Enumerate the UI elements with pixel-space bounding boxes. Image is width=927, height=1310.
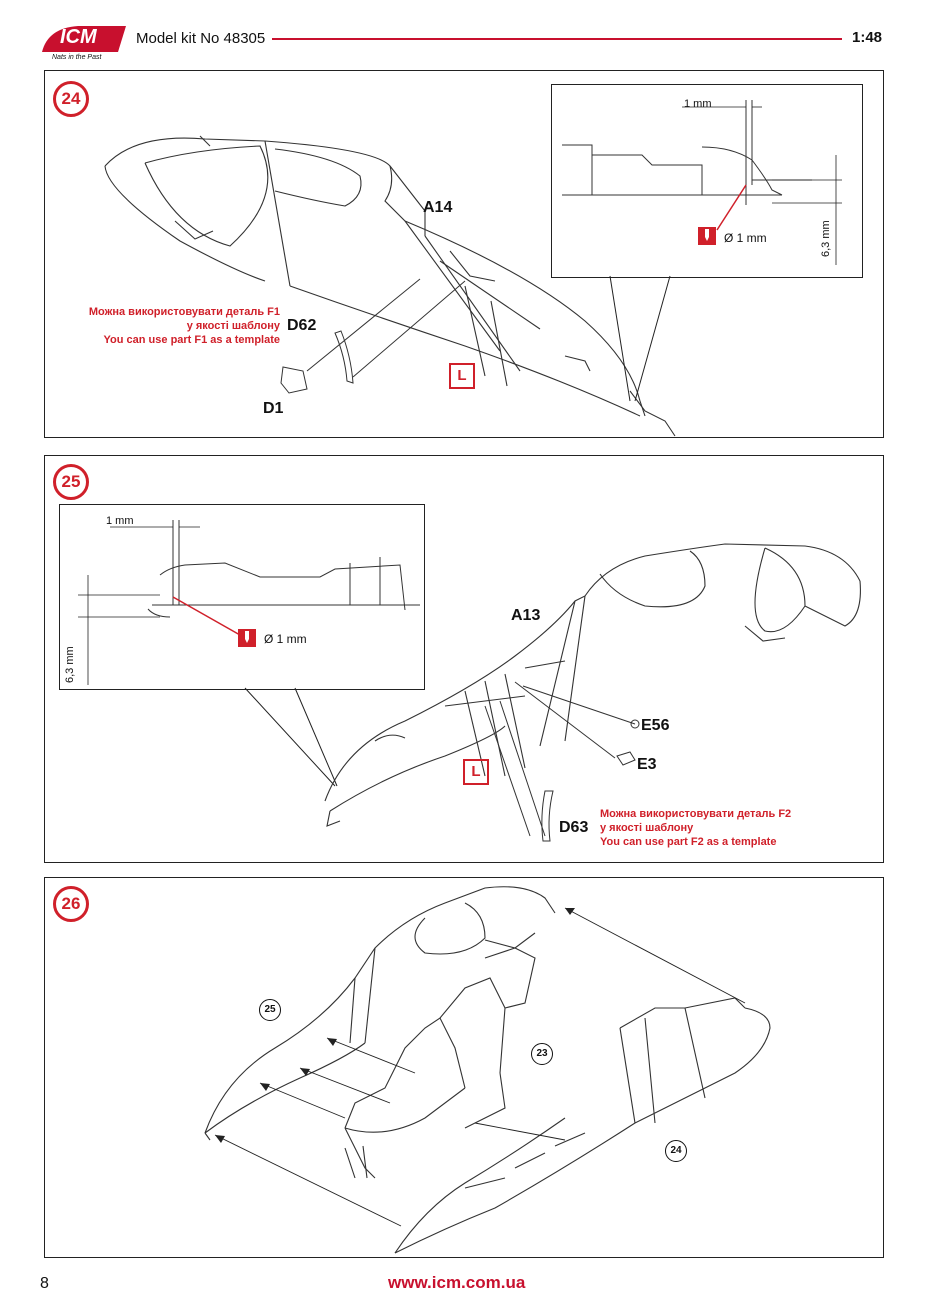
template-note-ua-line1: Можна використовувати деталь F1 (88, 306, 280, 318)
step-number-badge: 26 (53, 886, 89, 922)
template-note-ua-line2: у якості шаблону (186, 320, 280, 332)
drill-icon (238, 629, 256, 647)
option-mark-l: L (449, 363, 475, 389)
step-24-detail-inset: 1 mm 6,3 mm Ø 1 mm (551, 84, 863, 278)
dimension-width-label: 1 mm (106, 515, 134, 527)
part-e3-label: E3 (637, 756, 657, 773)
drill-icon (698, 227, 716, 245)
page-number: 8 (40, 1275, 49, 1292)
ref-step-25-badge: 25 (259, 999, 281, 1021)
inset-drawing (562, 100, 842, 265)
step-number-badge: 25 (53, 464, 89, 500)
fuselage-assembly-drawing (204, 886, 771, 1254)
fuselage-half-right-drawing (104, 135, 676, 437)
step-25-detail-inset: 1 mm 6,3 mm Ø 1 mm (59, 504, 425, 690)
logo-text: ICM (60, 26, 97, 48)
template-note-ua-line1: Можна використовувати деталь F2 (600, 808, 792, 820)
logo-tagline: Nats in the Past (52, 54, 102, 61)
inset-pointer-lines (609, 275, 671, 402)
step-24-panel: 24 (44, 70, 884, 438)
part-a13-label: A13 (511, 607, 541, 624)
small-parts-drawing (280, 278, 466, 394)
drill-diameter-label: Ø 1 mm (724, 231, 767, 245)
step-25-panel: 25 1 mm 6,3 mm (44, 455, 884, 863)
inset-drawing (78, 520, 420, 685)
part-d63-label: D63 (559, 819, 589, 836)
header-rule (272, 38, 842, 40)
fuselage-half-left-drawing (244, 543, 861, 842)
logo-shape (42, 26, 126, 52)
ref-step-24-badge: 24 (665, 1140, 687, 1162)
drill-diameter-label: Ø 1 mm (264, 632, 307, 646)
template-note-ua-line2: у якості шаблону (600, 822, 694, 834)
template-note: Можна використовувати деталь F1 у якості… (75, 305, 280, 347)
drill-icon-glyph (705, 229, 709, 241)
step-number-badge: 24 (53, 81, 89, 117)
part-d1-label: D1 (263, 400, 284, 417)
icm-logo: ICM Nats in the Past (38, 22, 130, 66)
drill-icon-glyph (245, 631, 249, 643)
website-url[interactable]: www.icm.com.ua (388, 1273, 526, 1292)
step-26-panel: 26 (44, 877, 884, 1258)
part-a14-label: A14 (423, 199, 453, 216)
ref-step-23-badge: 23 (531, 1043, 553, 1065)
kit-title: Model kit No 48305 (136, 30, 266, 47)
option-mark-l: L (463, 759, 489, 785)
template-note-en: You can use part F2 as a template (600, 836, 777, 848)
part-e56-label: E56 (641, 717, 670, 734)
template-note: Можна використовувати деталь F2 у якості… (600, 807, 791, 849)
part-d62-label: D62 (287, 317, 317, 334)
dimension-width-label: 1 mm (684, 98, 712, 110)
scale-label: 1:48 (852, 29, 883, 46)
template-note-en: You can use part F1 as a template (103, 334, 280, 346)
